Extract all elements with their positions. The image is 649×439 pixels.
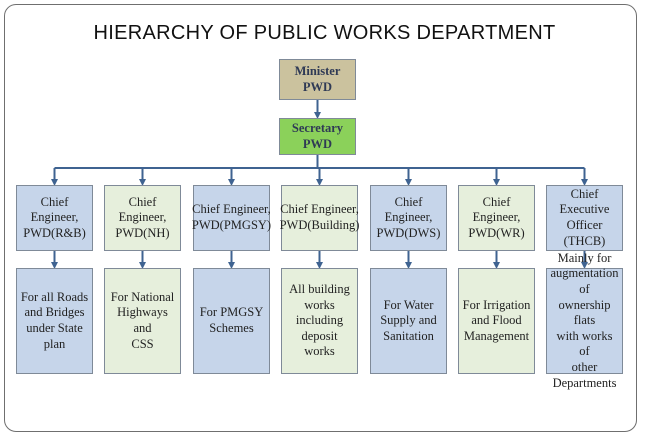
responsibility-text: All building	[289, 281, 350, 296]
responsibility-text: works including	[295, 297, 344, 328]
chief-engineer-label: Chief Engineer,	[384, 194, 433, 225]
responsibility-text: Supply and	[380, 313, 437, 328]
responsibility-text: under State	[26, 321, 83, 335]
minister-line2: PWD	[302, 79, 333, 94]
secretary-line2: PWD	[302, 136, 333, 151]
responsibility-text: ownership flats	[558, 297, 611, 328]
chief-engineer-box: Chief Engineer,PWD(NH)	[104, 185, 181, 251]
responsibility-text: plan	[43, 336, 66, 351]
responsibility-text: Departments	[552, 375, 617, 390]
responsibility-text: Mainly for	[557, 250, 612, 265]
chief-engineer-label: PWD(DWS)	[376, 225, 441, 240]
chief-engineer-label: PWD(R&B)	[23, 225, 86, 240]
chief-engineer-label: PWD(NH)	[115, 225, 170, 240]
chief-engineer-label: Chief Engineer,	[192, 202, 271, 217]
responsibility-text: Highways and	[117, 305, 168, 335]
chief-engineer-label: Chief	[482, 194, 511, 209]
responsibility-text: For PMGSY	[199, 305, 264, 320]
chief-engineer-box: Chief Engineer,PWD(R&B)	[16, 185, 93, 251]
secretary-box: Secretary PWD	[279, 118, 356, 155]
responsibility-text: Sanitation	[383, 328, 434, 343]
responsibility-text: Management	[463, 328, 530, 343]
diagram-title: HIERARCHY OF PUBLIC WORKS DEPARTMENT	[93, 22, 556, 44]
responsibility-text: For Water	[383, 297, 434, 312]
responsibility-text: Schemes	[209, 321, 254, 335]
responsibility-text: and Bridges	[24, 305, 85, 320]
responsibility-text: augmentation of	[550, 266, 619, 296]
minister-line1: Minister	[294, 63, 341, 78]
responsibility-text: other	[571, 360, 598, 375]
chief-engineer-label: Chief Engineer,	[30, 194, 79, 225]
chief-engineer-label: Chief Executive	[559, 186, 610, 217]
chief-engineer-label: Chief Engineer,	[280, 202, 359, 217]
chief-engineer-label: Officer (THCB)	[563, 218, 606, 248]
chief-engineer-label: PWD(WR)	[468, 225, 525, 240]
chief-engineer-label: Chief Engineer,	[118, 194, 167, 225]
minister-box: Minister PWD	[279, 59, 356, 100]
chief-engineer-box: Chief Engineer,PWD(Building)	[279, 185, 360, 251]
responsibility-text: For National	[110, 289, 175, 304]
chief-engineer-label: PWD(PMGSY)	[191, 218, 272, 232]
chief-engineer-box: Chief Engineer,PWD(PMGSY)	[191, 185, 272, 251]
responsibility-text: CSS	[131, 336, 154, 351]
chief-engineer-label: PWD(Building)	[279, 218, 360, 232]
responsibility-text: For all Roads	[20, 289, 89, 304]
responsibility-text: and Flood	[471, 313, 522, 328]
secretary-line1: Secretary	[291, 120, 344, 135]
responsibility-text: with works of	[556, 328, 613, 359]
chief-engineer-label: Engineer,	[472, 210, 521, 225]
chief-engineer-box: Chief Engineer,PWD(DWS)	[370, 185, 447, 251]
responsibility-text: deposit works	[301, 328, 338, 359]
responsibility-text: For Irrigation	[462, 297, 531, 312]
